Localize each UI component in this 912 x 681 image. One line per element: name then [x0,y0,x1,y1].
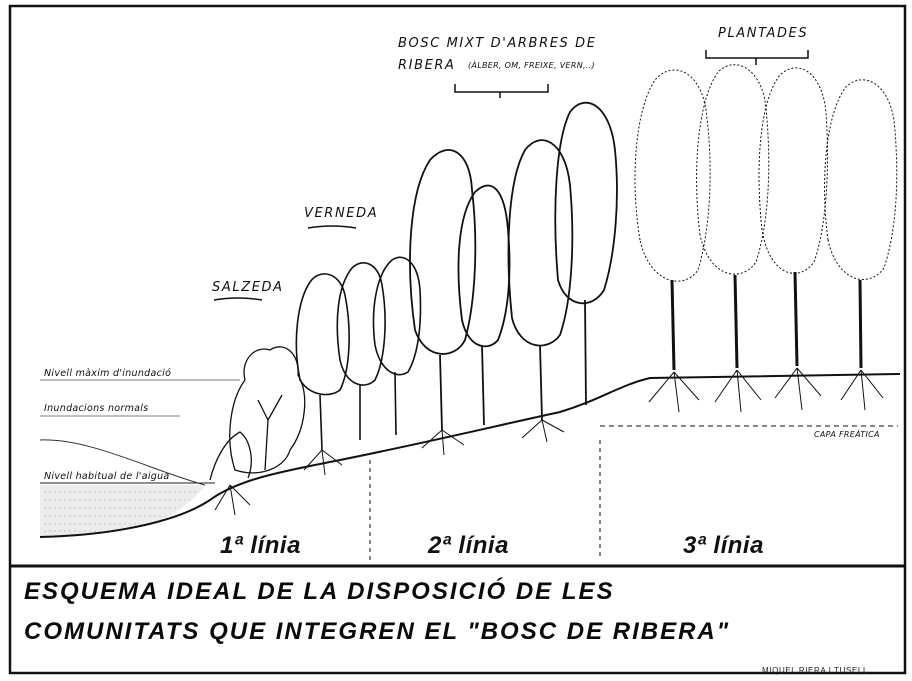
usual-water-label: Nivell habitual de l'aigua [44,471,170,482]
author-credit: MIQUEL RIERA I TUSELL [762,666,868,675]
max-flood-label: Nivell màxim d'inundació [44,368,172,379]
plantades-label: PLANTADES [718,26,809,41]
outer-frame [8,4,907,675]
river-water [40,485,205,537]
bosc-mixt-label-line2: RIBERA [398,58,456,73]
title-line-1: ESQUEMA IDEAL DE LA DISPOSICIÓ DE LES [24,578,615,605]
verneda-label: VERNEDA [304,206,379,221]
bosc-mixt-bracket [454,84,549,98]
title-line-2: COMUNITATS QUE INTEGREN EL "BOSC DE RIBE… [24,618,731,645]
bosc-mixt-trees [409,101,618,431]
bosc-mixt-label-line1: BOSC MIXT D'ARBRES DE [398,36,597,51]
salzeda-underline [213,297,263,301]
bank-edge [39,439,206,486]
plantades-trunks [670,271,863,371]
normal-flood-label: Inundacions normals [44,403,149,414]
third-line-label: 3ª línia [683,532,764,559]
salzeda-label: SALZEDA [212,280,284,295]
salzeda-shrubs [209,346,306,481]
bosc-mixt-species: (ÀLBER, OM, FREIXE, VERN,..) [468,61,595,70]
second-line-label: 2ª línia [428,532,509,559]
root-systems [214,367,884,516]
verneda-underline [307,225,357,229]
plantades-bracket [705,50,809,65]
plantades-trees [634,64,898,282]
ground-profile [39,373,901,538]
first-line-label: 1ª línia [220,532,301,559]
water-table-label: CAPA FREÀTICA [814,430,880,439]
verneda-trees [295,256,422,451]
